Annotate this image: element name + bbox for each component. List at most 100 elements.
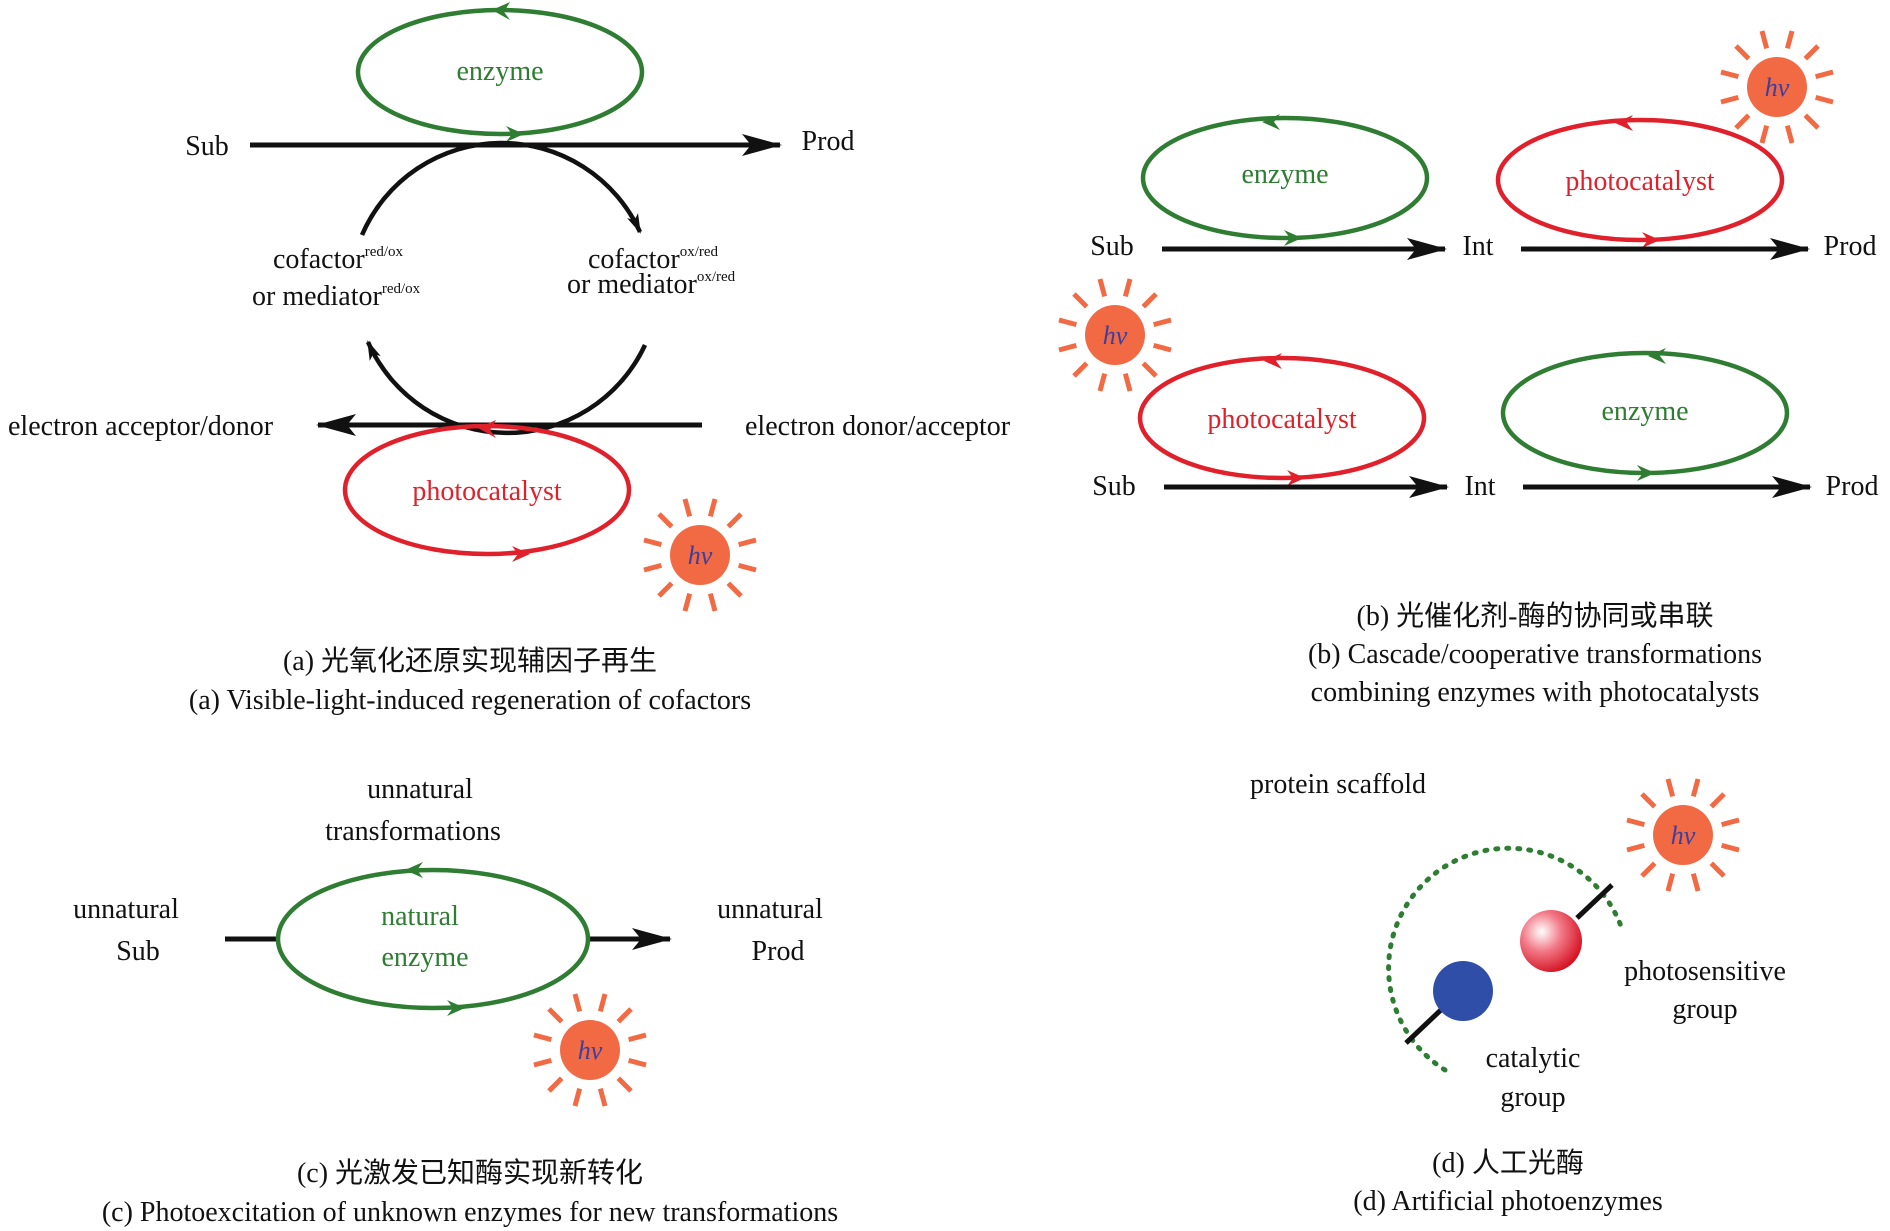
- sun-ray: [1814, 69, 1834, 80]
- sun-ray: [627, 1032, 647, 1043]
- sun-ray: [1814, 94, 1834, 105]
- cycle-arrow-icon: [478, 420, 496, 438]
- cofactor-regeneration-arc: [365, 340, 648, 436]
- enzyme-cycle: enzyme: [1500, 348, 1790, 481]
- sun-ray: [1734, 44, 1751, 61]
- cycle-arrow-icon: [1287, 470, 1305, 486]
- cofactor-left: cofactorred/ox: [273, 244, 404, 275]
- sun-ray: [547, 1007, 564, 1024]
- sun-ray: [726, 512, 743, 529]
- sun-ray: [1720, 842, 1740, 853]
- substrate-label: Sub: [1092, 471, 1136, 502]
- cycle-arrow-icon: [492, 2, 510, 20]
- sun-ray: [1665, 872, 1676, 892]
- enzyme-label: enzyme: [456, 56, 543, 87]
- catalytic-label-1: catalytic: [1486, 1043, 1581, 1074]
- sun-ray: [707, 592, 718, 612]
- sun-ray: [1759, 30, 1770, 50]
- sun-icon: hv: [533, 993, 647, 1107]
- enzyme-label: enzyme: [1601, 396, 1688, 427]
- cycle-arrow-icon: [506, 126, 524, 142]
- sun-ray: [1759, 124, 1770, 144]
- electron-donor-label: electron donor/acceptor: [745, 411, 1011, 442]
- photosensitive-label-2: group: [1672, 994, 1737, 1025]
- enzyme-label-2: enzyme: [381, 942, 468, 973]
- enzyme-cycle: enzyme: [355, 2, 645, 142]
- sun-disc: [560, 1020, 620, 1080]
- caption-b-zh: (b) 光催化剂-酶的协同或串联: [1357, 600, 1714, 632]
- sun-ray: [1784, 30, 1795, 50]
- caption-b-en-1: (b) Cascade/cooperative transformations: [1308, 639, 1762, 670]
- cycle-arrow-icon: [1264, 353, 1282, 369]
- cycle-arrow-icon: [405, 862, 423, 878]
- cycle-arrow-icon: [447, 1000, 465, 1016]
- sun-disc: [1747, 57, 1807, 117]
- intermediate-label: Int: [1462, 231, 1493, 262]
- photocatalyst-cycle: photocatalyst: [1137, 353, 1427, 486]
- catalytic-label-2: group: [1500, 1082, 1565, 1113]
- sun-ray: [1720, 817, 1740, 828]
- product-label: Prod: [802, 126, 855, 157]
- cycle-arrow-icon: [1262, 114, 1280, 130]
- sun-ray: [1152, 342, 1172, 353]
- sun-ray: [657, 512, 674, 529]
- caption-c-zh: (c) 光激发已知酶实现新转化: [297, 1157, 643, 1189]
- sun-ray: [1122, 278, 1133, 298]
- caption-d-en: (d) Artificial photoenzymes: [1353, 1186, 1662, 1217]
- sun-ray: [1640, 792, 1657, 809]
- sun-ray: [1720, 94, 1740, 105]
- cycle-arrow-icon: [1284, 230, 1302, 246]
- sun-ray: [737, 562, 757, 573]
- mediator-left: or mediatorred/ox: [252, 281, 421, 312]
- caption-b-en-2: combining enzymes with photocatalysts: [1311, 677, 1760, 708]
- catalytic-group-ball: [1433, 961, 1493, 1021]
- sun-ray: [1803, 44, 1820, 61]
- sun-ray: [1709, 792, 1726, 809]
- sun-ray: [1640, 861, 1657, 878]
- photosensitive-group-ball: [1520, 910, 1582, 972]
- substrate-label: Sub: [185, 131, 229, 162]
- enzyme-label-1: natural: [381, 901, 459, 932]
- sun-disc: [1085, 305, 1145, 365]
- protein-scaffold-arc: [1386, 845, 1626, 1073]
- sun-icon: hv: [1626, 778, 1740, 892]
- sun-ray: [643, 537, 663, 548]
- sun-icon: hv: [1058, 278, 1172, 392]
- photocatalyst-cycle: photocatalyst: [1495, 115, 1785, 248]
- substrate-label-1: unnatural: [73, 894, 179, 925]
- sun-ray: [533, 1032, 553, 1043]
- sun-disc: [670, 525, 730, 585]
- transformation-label-1: unnatural: [367, 774, 473, 805]
- cofactor-right: cofactorox/red: [588, 244, 719, 275]
- sun-ray: [726, 581, 743, 598]
- caption-c-en: (c) Photoexcitation of unknown enzymes f…: [102, 1197, 838, 1228]
- caption-a-zh: (a) 光氧化还原实现辅因子再生: [283, 645, 657, 677]
- sun-ray: [1058, 317, 1078, 328]
- sun-ray: [1690, 872, 1701, 892]
- hv-label: hv: [1103, 321, 1128, 350]
- enzyme-label: enzyme: [1241, 159, 1328, 190]
- sun-ray: [1152, 317, 1172, 328]
- hv-label: hv: [578, 1036, 603, 1065]
- protein-scaffold-label: protein scaffold: [1250, 769, 1426, 800]
- sun-ray: [643, 562, 663, 573]
- product-label-1: unnatural: [717, 894, 823, 925]
- sun-ray: [1734, 113, 1751, 130]
- sun-ray: [707, 498, 718, 518]
- sun-ray: [682, 592, 693, 612]
- enzyme-cycle: enzyme: [1140, 114, 1430, 246]
- photocatalyst-label: photocatalyst: [1207, 404, 1357, 435]
- sun-ray: [533, 1057, 553, 1068]
- sun-ray: [1690, 778, 1701, 798]
- product-label: Prod: [1826, 471, 1879, 502]
- sun-ray: [682, 498, 693, 518]
- sun-ray: [597, 1087, 608, 1107]
- sun-icon: hv: [1720, 30, 1834, 144]
- sun-ray: [1141, 361, 1158, 378]
- linker: [1575, 883, 1614, 920]
- cycle-arrow-icon: [512, 546, 530, 562]
- sun-ray: [1784, 124, 1795, 144]
- mediator-right: or mediatorox/red: [567, 269, 736, 300]
- sun-ray: [1122, 372, 1133, 392]
- hv-label: hv: [688, 541, 713, 570]
